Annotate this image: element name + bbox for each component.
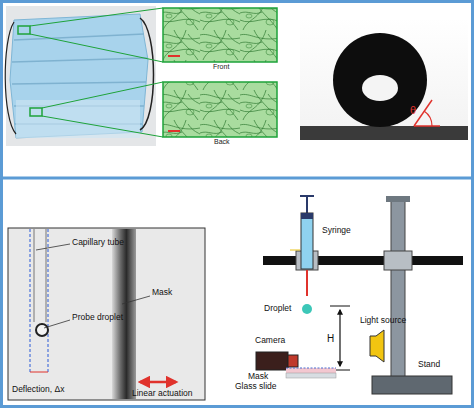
part-label: Probe droplet (72, 313, 123, 322)
part-label: Mask (152, 288, 172, 297)
part-label: Light source (360, 316, 406, 325)
panel-divider (1, 177, 473, 180)
micrograph-insets (163, 8, 277, 137)
part-label: Droplet (264, 304, 291, 313)
part-label: Capillary tube (72, 238, 124, 247)
part-label: Glass slide (235, 382, 277, 391)
inset-caption: Back (214, 138, 230, 146)
apparatus (256, 196, 463, 394)
dimension-label: Deflection, Δx (12, 385, 64, 394)
part-label: Mask (248, 372, 268, 381)
part-label: Linear actuation (132, 389, 193, 398)
part-label: Stand (418, 360, 440, 369)
part-label: Syringe (322, 226, 351, 235)
part-label: Camera (255, 336, 285, 345)
angle-symbol: θ (410, 104, 416, 116)
sessile-droplet (300, 18, 468, 140)
inset-caption: Front (213, 63, 229, 71)
dimension-label: H (327, 333, 334, 344)
deflection-image (8, 228, 205, 400)
mask-photo (5, 6, 163, 146)
